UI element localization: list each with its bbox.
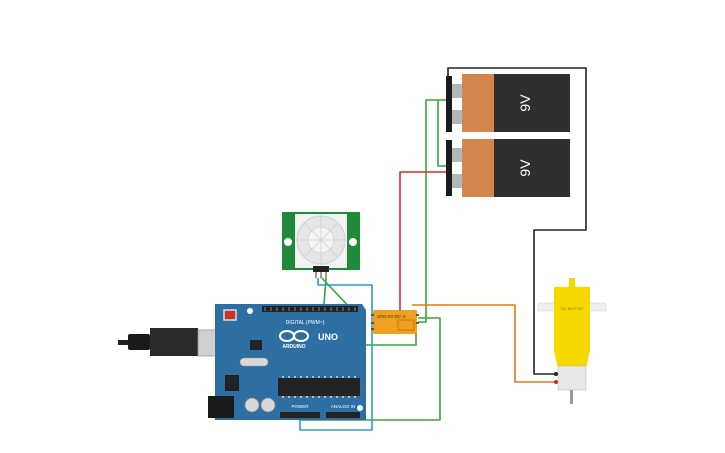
motor-neck	[554, 351, 590, 368]
wire-red-battery-to-relay[interactable]	[399, 171, 448, 314]
atmega-pins	[282, 376, 356, 398]
relay-pins	[371, 314, 419, 330]
wire-green-battery2[interactable]	[437, 100, 448, 167]
crystal	[239, 357, 269, 367]
power-header	[280, 412, 320, 418]
battery-bottom-terminal-plus	[452, 148, 462, 162]
battery-top-terminal-minus	[452, 110, 462, 124]
pir-dome-segments	[297, 216, 345, 264]
battery-top-label: 9V	[517, 94, 533, 112]
mount-hole-2	[357, 405, 363, 411]
battery-top-terminal-plus	[452, 84, 462, 98]
motor-terminal-a	[554, 372, 558, 376]
pir-connector	[313, 266, 329, 272]
pir-screw-right	[349, 238, 357, 246]
digital-header-label: DIGITAL (PWM~)	[286, 320, 325, 326]
motor-shaft	[570, 390, 573, 404]
battery-bottom-clip	[446, 140, 452, 196]
arduino-model: UNO	[318, 332, 338, 342]
battery-top[interactable]: 9V	[446, 74, 570, 132]
battery-bottom-label: 9V	[517, 159, 533, 177]
battery-bottom[interactable]: 9V	[446, 139, 570, 197]
capacitor-1	[244, 397, 260, 413]
digital-pins	[264, 307, 356, 311]
battery-top-cap	[462, 74, 494, 132]
pir-pins	[315, 272, 327, 278]
relay-mark	[397, 319, 415, 331]
motor-can	[557, 365, 587, 391]
wire-green-battery-to-relay[interactable]	[418, 99, 448, 323]
dc-motor[interactable]: DC MOTOR	[537, 278, 607, 404]
relay-module[interactable]: SRD-5V-DC-S	[371, 310, 419, 334]
arduino-uno[interactable]: DIGITAL (PWM~) ARDUINO UNO	[118, 304, 366, 420]
wire-black-battery-to-motor[interactable]	[447, 67, 587, 375]
pir-sensor[interactable]	[282, 212, 360, 278]
battery-top-body	[494, 74, 570, 132]
battery-bottom-terminal-minus	[452, 174, 462, 188]
battery-bottom-cap	[462, 139, 494, 197]
relay-body	[373, 310, 417, 334]
usb-plug-boot	[128, 334, 150, 350]
wire-orange-relay-to-motor[interactable]	[412, 304, 556, 383]
motor-gearbox	[554, 287, 590, 351]
pir-screw-left	[284, 238, 292, 246]
wires	[299, 67, 587, 431]
digital-header	[262, 306, 358, 312]
analog-header-label: ANALOG IN	[331, 404, 356, 409]
power-header-label: POWER	[291, 404, 309, 409]
power-jack	[208, 396, 234, 418]
usb-plug	[150, 328, 198, 356]
relay-label: SRD-5V-DC-S	[377, 314, 406, 319]
power-regulator	[225, 375, 239, 391]
analog-header	[326, 412, 360, 418]
battery-bottom-body	[494, 139, 570, 197]
motor-terminal-b	[554, 380, 558, 384]
battery-top-clip	[446, 76, 452, 132]
usb-chip	[250, 340, 262, 350]
capacitor-2	[260, 397, 276, 413]
motor-axle-top	[569, 278, 575, 288]
reset-button[interactable]	[223, 309, 237, 321]
mount-hole	[247, 308, 253, 314]
atmega-chip	[278, 378, 360, 396]
wire-blue-pir-power[interactable]	[299, 278, 373, 431]
arduino-brand: ARDUINO	[282, 344, 305, 350]
motor-label: DC MOTOR	[561, 306, 583, 311]
arduino-logo	[279, 330, 309, 342]
